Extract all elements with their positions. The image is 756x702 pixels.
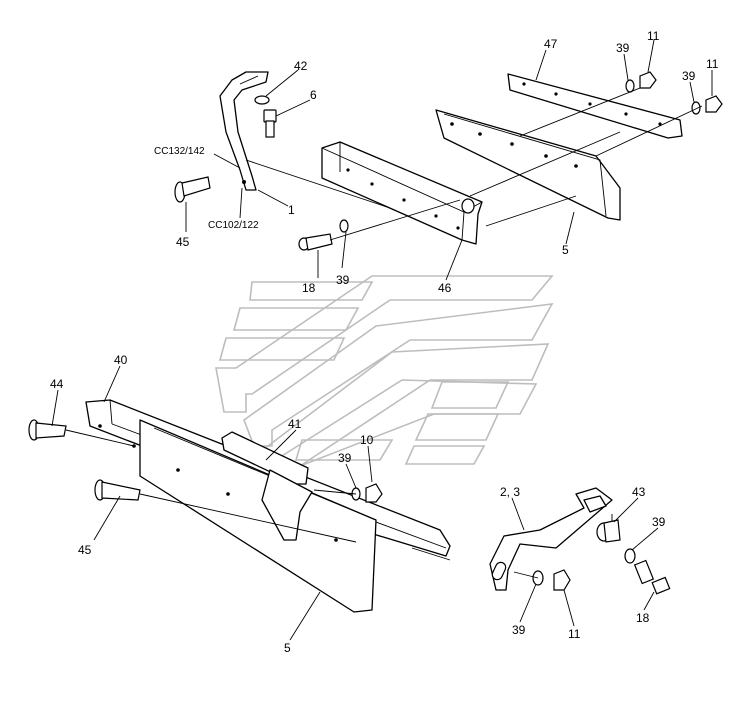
top-assembly <box>174 71 723 251</box>
callout-42: 42 <box>294 59 308 73</box>
washer-icon <box>691 101 701 115</box>
callout-cc132-142: CC132/142 <box>154 146 205 157</box>
bottom-right-assembly <box>489 487 671 595</box>
callout-39: 39 <box>338 451 352 465</box>
callout-labels: 47 39 11 39 11 42 6 CC132/142 45 CC102/1… <box>50 29 719 655</box>
callout-45: 45 <box>78 543 92 557</box>
callout-6: 6 <box>310 88 317 102</box>
callout-39: 39 <box>512 623 526 637</box>
callout-41: 41 <box>288 417 302 431</box>
callout-44: 44 <box>50 377 64 391</box>
guard-plate <box>261 469 313 541</box>
carriage-bolt-icon <box>174 176 211 203</box>
washer-icon <box>339 219 349 233</box>
spacer-icon <box>596 519 621 543</box>
callout-43: 43 <box>632 485 646 499</box>
callout-46: 46 <box>438 281 452 295</box>
callout-leaders <box>51 39 713 641</box>
carriage-bolt-icon <box>28 419 67 441</box>
bolt-icon <box>263 109 277 138</box>
washer-icon <box>254 95 270 105</box>
callout-39: 39 <box>616 41 630 55</box>
watermark-logo <box>215 275 554 467</box>
callout-11: 11 <box>568 627 581 641</box>
callout-39: 39 <box>336 273 350 287</box>
callout-18: 18 <box>636 611 650 625</box>
callout-1: 1 <box>288 203 295 217</box>
bottom-left-assembly <box>28 399 451 613</box>
callout-10: 10 <box>360 433 374 447</box>
callout-11: 11 <box>706 57 719 71</box>
washer-icon <box>624 548 636 564</box>
bracket-part-1 <box>219 71 269 191</box>
callout-cc102-122: CC102/122 <box>208 220 259 231</box>
washer-icon <box>625 79 635 93</box>
bolt-icon <box>298 233 333 251</box>
callout-47: 47 <box>544 37 558 51</box>
callout-11: 11 <box>647 29 660 43</box>
bolt-icon <box>633 559 671 595</box>
callout-2-3: 2, 3 <box>500 485 520 499</box>
callout-39: 39 <box>652 515 666 529</box>
bracket-part-2-3 <box>489 487 613 591</box>
strip-part-41 <box>221 431 309 485</box>
callout-5: 5 <box>562 243 569 257</box>
nut-icon <box>365 483 383 503</box>
callout-5: 5 <box>284 641 291 655</box>
carriage-bolt-icon <box>94 479 141 501</box>
nut-icon <box>639 71 657 89</box>
nut-icon <box>553 569 571 591</box>
nut-icon <box>705 95 723 113</box>
callout-40: 40 <box>114 353 128 367</box>
callout-18: 18 <box>302 281 316 295</box>
callout-45: 45 <box>176 235 190 249</box>
callout-39: 39 <box>682 69 696 83</box>
block-part-46 <box>321 141 483 245</box>
